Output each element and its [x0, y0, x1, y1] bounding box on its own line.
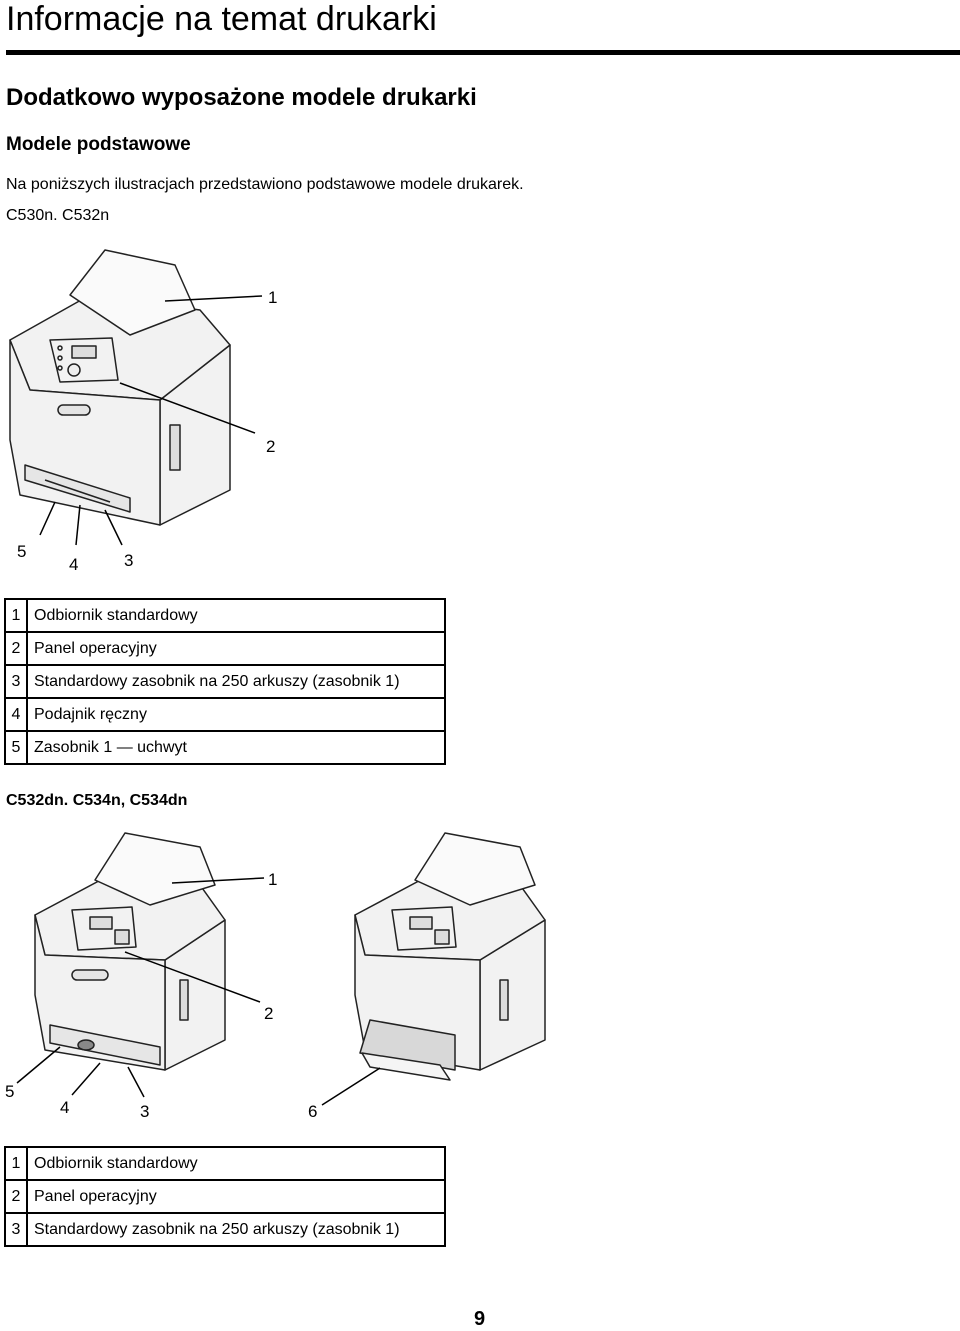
page-title: Informacje na temat drukarki — [6, 0, 437, 38]
callout-1-3: 3 — [124, 551, 133, 570]
intro-paragraph: Na poniższych ilustracjach przedstawiono… — [6, 176, 524, 193]
callout-2-6: 6 — [308, 1102, 317, 1121]
title-rule — [6, 50, 960, 55]
callout-1-2: 2 — [266, 437, 275, 456]
callout-1-1: 1 — [268, 288, 277, 307]
callout-2-1: 1 — [268, 870, 277, 889]
page-number: 9 — [474, 1308, 486, 1330]
printer-illustration-2: 1 2 5 4 3 6 — [5, 832, 546, 1121]
model-group-1-title: C530n. C532n — [6, 207, 110, 224]
callout-2-3: 3 — [140, 1102, 149, 1121]
section-title: Dodatkowo wyposażone modele drukarki — [6, 84, 477, 111]
callout-2-2: 2 — [264, 1004, 273, 1023]
callout-2-4: 4 — [60, 1098, 69, 1117]
model-group-2-title: C532dn. C534n, C534dn — [6, 792, 188, 809]
printer-illustration-1: 1 2 5 4 3 — [9, 249, 277, 574]
callout-1-5: 5 — [17, 542, 26, 561]
callout-2-5: 5 — [5, 1082, 14, 1101]
subsection-title: Modele podstawowe — [6, 134, 191, 155]
callout-1-4: 4 — [69, 555, 78, 574]
